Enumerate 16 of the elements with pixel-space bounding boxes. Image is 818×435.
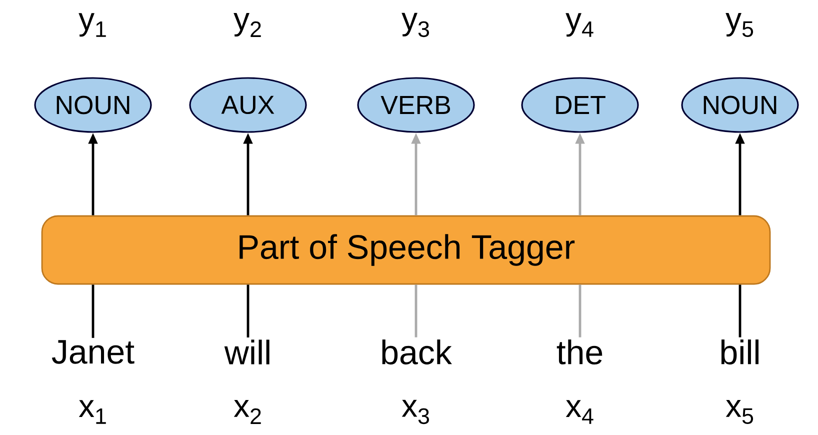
variable-label: x$_{5}$ xyxy=(726,400,754,424)
variable-label: y$_{5}$ xyxy=(726,13,754,37)
variable-label: x$_{3}$ xyxy=(402,400,429,424)
word-label: the xyxy=(556,340,602,364)
variable-label: y$_{1}$ xyxy=(78,13,106,37)
variable-label: y$_{3}$ xyxy=(402,12,429,38)
word-label: will xyxy=(224,340,270,364)
variable-label: y$_{2}$ xyxy=(234,13,261,37)
word-label: Janet xyxy=(52,340,134,364)
variable-label: x$_{1}$ xyxy=(78,400,106,424)
word-label: bill xyxy=(721,340,758,364)
word-label: back xyxy=(382,340,452,364)
tagger-box: Part of Speech Tagger xyxy=(41,215,771,285)
variable-label: y$_{4}$ xyxy=(566,13,594,37)
variable-label: x$_{4}$ xyxy=(566,400,594,424)
variable-label: x$_{2}$ xyxy=(234,400,261,424)
